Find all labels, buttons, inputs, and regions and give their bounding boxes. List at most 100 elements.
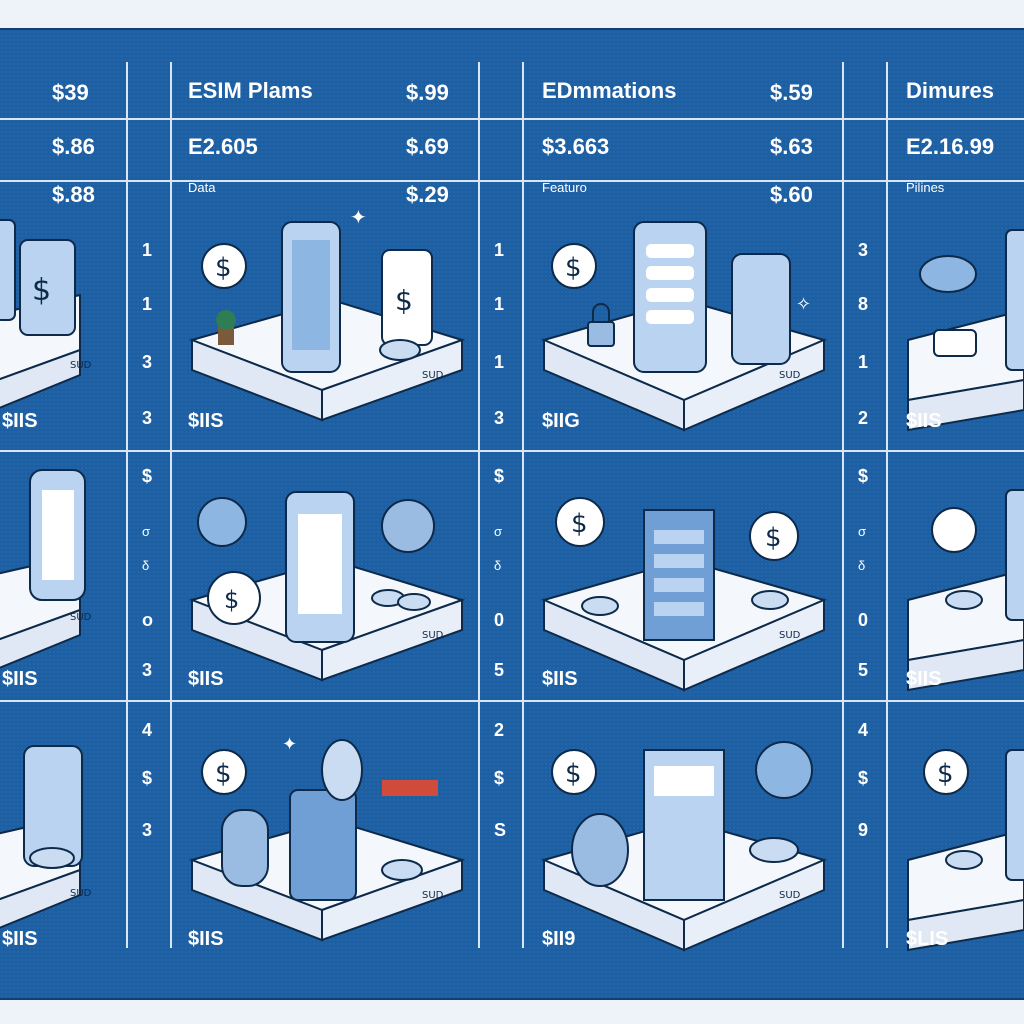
card-footer-price: $IIS	[188, 928, 224, 950]
price-label: $.69	[406, 134, 449, 159]
price-label: $.60	[770, 182, 813, 207]
dollar-coin-icon	[201, 749, 247, 795]
grid-line	[478, 62, 480, 948]
plan-title: EDmmations	[542, 78, 677, 103]
card-footer-price: $IIS	[542, 668, 578, 690]
grid-line	[0, 450, 1024, 452]
svg-text:$: $	[571, 509, 588, 539]
gutter-number: 2	[494, 720, 505, 740]
svg-text:SUD: SUD	[422, 370, 444, 381]
gutter-number: σ	[494, 524, 503, 539]
illustration-card: $	[898, 730, 1024, 960]
wifi-icon	[382, 780, 438, 796]
card-footer-price: $II9	[542, 928, 576, 950]
plan-subtitle: Data	[188, 180, 216, 195]
gutter-number: 1	[142, 240, 153, 260]
card-icon	[221, 809, 269, 887]
pricing-board: $39 $.86 $.88 ESIM Plams $.99 E2.605 $.6…	[0, 28, 1024, 1000]
dollar-coin-icon	[555, 497, 605, 547]
plan-code: E2.605	[188, 134, 258, 159]
illustration-card	[898, 470, 1024, 700]
sparkle-icon: ✧	[796, 294, 811, 315]
phone-icon	[1005, 229, 1024, 371]
card-footer-price: $IIG	[542, 410, 580, 432]
plan-title: Dimures	[906, 78, 995, 103]
plant-icon	[218, 325, 234, 345]
gutter-number: $	[494, 768, 505, 788]
globe-icon	[381, 499, 435, 553]
gutter-number: 1	[494, 294, 505, 314]
illustration-card: $ $ ✦ SUD	[182, 210, 468, 450]
svg-text:SUD: SUD	[70, 612, 92, 623]
dollar-coin-icon	[207, 571, 261, 625]
card-footer-price: $LIS	[906, 928, 949, 950]
illustration-card: SUD	[0, 460, 120, 690]
illustration-card: $ ✧ SUD	[534, 210, 834, 450]
coin-stack-icon	[289, 789, 357, 901]
price-label: $.86	[52, 134, 95, 159]
gutter-number: σ	[142, 524, 151, 539]
illustration-card: $ $ SUD	[534, 470, 834, 700]
gutter-number: 3	[494, 408, 505, 428]
grid-line	[126, 62, 128, 948]
price-label: $.99	[406, 80, 449, 105]
svg-text:SUD: SUD	[422, 890, 444, 901]
svg-text:$: $	[565, 759, 582, 789]
grid-line	[0, 700, 1024, 702]
card-footer-price: $IIS	[2, 410, 38, 432]
svg-text:SUD: SUD	[779, 890, 801, 901]
svg-text:SUD: SUD	[779, 630, 801, 641]
svg-text:SUD: SUD	[779, 370, 801, 381]
coin-stack-icon	[379, 339, 421, 361]
card-footer-price: $IIS	[906, 668, 942, 690]
gutter-number: 8	[858, 294, 869, 314]
svg-text:$: $	[224, 586, 239, 614]
price-label: $39	[52, 80, 89, 105]
card-footer-price: $IIS	[2, 928, 38, 950]
dollar-coin-icon	[201, 243, 247, 289]
dollar-coin-icon	[749, 511, 799, 561]
gutter-number: δ	[858, 558, 866, 573]
gutter-number: $	[858, 466, 869, 486]
gutter-number: 0	[494, 610, 505, 630]
coin-stack-icon	[29, 847, 75, 869]
gutter-number: 3	[142, 408, 153, 428]
gutter-number: $	[494, 466, 505, 486]
grid-line	[886, 62, 888, 948]
grid-line	[522, 62, 524, 948]
svg-text:SUD: SUD	[422, 630, 444, 641]
globe-icon	[931, 507, 977, 553]
gutter-number: 1	[858, 352, 869, 372]
svg-text:$: $	[215, 253, 232, 283]
coin-stack-icon	[945, 850, 983, 870]
phone-icon	[731, 253, 791, 365]
card-footer-price: $IIS	[906, 410, 942, 432]
gutter-number: $	[858, 768, 869, 788]
card-icon	[19, 239, 76, 336]
lock-icon	[587, 321, 615, 347]
svg-text:SUD: SUD	[70, 888, 92, 899]
gutter-number: 3	[858, 240, 869, 260]
plan-code: $3.663	[542, 134, 610, 159]
dollar-coin-icon	[571, 813, 629, 887]
illustration-card: $ SUD	[0, 200, 120, 440]
phone-icon	[1005, 749, 1024, 881]
svg-text:$: $	[395, 284, 413, 317]
gutter-number: 3	[142, 352, 153, 372]
grid-line	[842, 62, 844, 948]
dollar-coin-icon	[551, 243, 597, 289]
price-label: $.88	[52, 182, 95, 207]
illustration-card	[898, 210, 1024, 450]
card-footer-price: $IIS	[188, 410, 224, 432]
gutter-number: δ	[494, 558, 502, 573]
gear-icon	[197, 497, 247, 547]
svg-text:$: $	[565, 253, 582, 283]
plan-code: E2.16.99	[906, 134, 995, 159]
sparkle-icon: ✦	[282, 734, 297, 755]
gutter-number: $	[142, 768, 153, 788]
gutter-number: 5	[494, 660, 505, 680]
illustration-card: $ SUD	[534, 730, 834, 960]
gutter-number: 1	[494, 352, 505, 372]
svg-text:$: $	[215, 759, 232, 789]
gutter-number: S	[494, 820, 507, 840]
